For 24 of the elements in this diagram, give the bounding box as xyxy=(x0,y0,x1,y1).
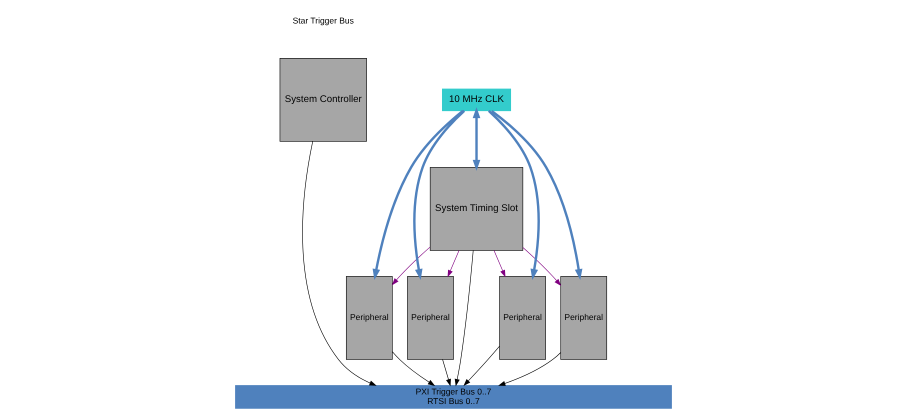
arrow xyxy=(372,110,464,280)
arrow xyxy=(498,352,560,386)
arrow xyxy=(392,351,435,386)
arrow xyxy=(302,141,376,386)
arrow xyxy=(487,110,540,280)
node-box: System Controller xyxy=(279,58,366,142)
node-box: 10 MHz CLK xyxy=(442,88,511,112)
arrow xyxy=(493,250,505,278)
node-box: Peripheral xyxy=(560,276,607,360)
arrow xyxy=(462,346,500,386)
arrow xyxy=(522,247,561,286)
node-box: PXI Trigger Bus 0..7 RTSI Bus 0..7 xyxy=(234,385,672,409)
node-box: Peripheral xyxy=(498,276,546,360)
label: Star Trigger Bus xyxy=(292,16,354,26)
arrow xyxy=(412,110,465,280)
arrow xyxy=(490,110,582,280)
arrow xyxy=(447,250,459,278)
arrow xyxy=(442,359,450,386)
node-box: System Timing Slot xyxy=(429,167,523,251)
node-box: Peripheral xyxy=(406,276,454,360)
node-box: Peripheral xyxy=(345,276,392,360)
arrow xyxy=(472,107,480,171)
arrow xyxy=(391,246,430,286)
arrow xyxy=(454,250,474,386)
